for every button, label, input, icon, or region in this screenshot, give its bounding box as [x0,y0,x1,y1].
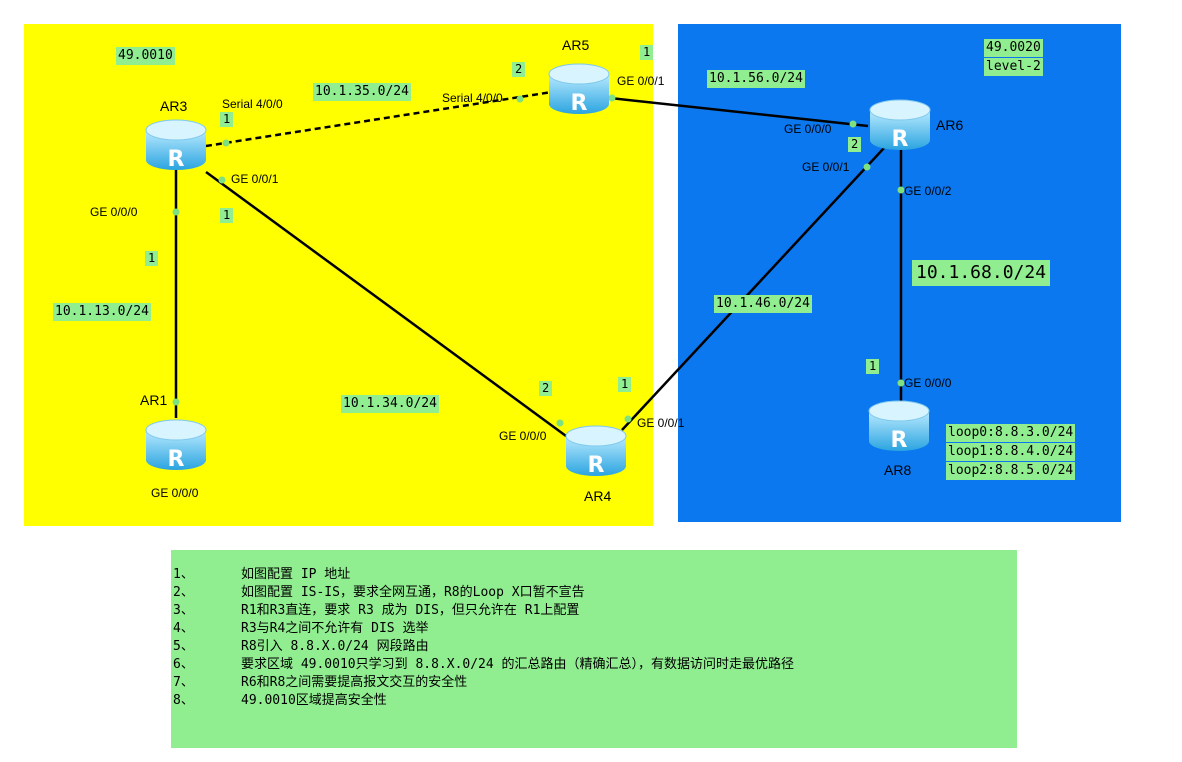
area-label-49-0010: 49.0010 [116,47,175,65]
task-number: 3、 [173,603,194,618]
svg-text:R: R [891,428,908,453]
if-dot [556,419,564,427]
task-text: 如图配置 IS-IS，要求全网互通，R8的Loop X口暂不宣告 [241,585,585,600]
interface-label: GE 0/0/0 [499,429,547,443]
network-label-56: 10.1.56.0/24 [707,70,805,88]
host-id-label: 1 [220,112,234,127]
router-name-ar6: AR6 [936,117,964,133]
interface-label: GE 0/0/1 [617,74,665,88]
if-dot [218,176,226,184]
loopback-label: loop1:8.8.4.0/24 [946,443,1076,461]
interface-label: Serial 4/0/0 [442,91,503,105]
router-icon-ar8: R [868,400,930,453]
if-dot [172,208,180,216]
host-id-label: 1 [618,377,632,392]
router-icon-ar5: R [548,63,610,116]
svg-text:R: R [571,91,588,116]
task-text: 如图配置 IP 地址 [241,567,351,582]
network-label-68: 10.1.68.0/24 [912,260,1051,286]
router-icon-ar6: R [869,99,931,152]
if-dot [516,95,524,103]
host-id-label: 2 [539,381,553,396]
task-number: 7、 [173,675,194,690]
task-text: R8引入 8.8.X.0/24 网段路由 [241,639,429,654]
link-ar3-ar4 [205,170,567,438]
host-id-label: 1 [866,359,880,374]
if-dot [222,139,230,147]
interface-label: GE 0/0/1 [637,416,685,430]
task-text: 49.0010区域提高安全性 [241,693,387,708]
router-name-ar1: AR1 [140,392,168,408]
network-label-13: 10.1.13.0/24 [53,303,151,321]
interface-label: GE 0/0/0 [151,486,199,500]
network-label-34: 10.1.34.0/24 [341,395,439,413]
network-label-46: 10.1.46.0/24 [714,295,812,313]
task-list-panel: 1、 如图配置 IP 地址 2、 如图配置 IS-IS，要求全网互通，R8的Lo… [171,550,1017,748]
if-dot [172,398,180,406]
task-text: R3与R4之间不允许有 DIS 选举 [241,621,429,636]
host-id-label: 2 [512,62,526,77]
host-id-label: 1 [220,208,234,223]
svg-text:R: R [892,127,909,152]
task-number: 5、 [173,639,194,654]
interface-label: GE 0/0/1 [231,172,279,186]
task-number: 1、 [173,567,194,582]
router-icon-ar4: R [565,425,627,478]
link-ar5-ar6 [609,96,869,128]
task-text: R1和R3直连，要求 R3 成为 DIS，但只允许在 R1上配置 [241,603,580,618]
host-id-label: 2 [848,137,862,152]
interface-label: Serial 4/0/0 [222,97,283,111]
if-dot [897,186,905,194]
task-text: 要求区域 49.0010只学习到 8.8.X.0/24 的汇总路由（精确汇总），… [241,657,795,672]
area-label-49-0020: 49.0020 [984,39,1043,57]
router-name-ar4: AR4 [584,488,612,504]
router-name-ar5: AR5 [562,37,590,53]
host-id-label: 1 [640,45,654,60]
router-name-ar3: AR3 [160,98,188,114]
task-text: R6和R8之间需要提高报文交互的安全性 [241,675,468,690]
router-icon-ar3: R [145,119,207,172]
task-number: 6、 [173,657,194,672]
interface-label: GE 0/0/2 [904,184,952,198]
interface-label: GE 0/0/0 [904,376,952,390]
svg-text:R: R [588,453,605,478]
host-id-label: 1 [145,251,159,266]
interface-label: GE 0/0/0 [784,122,832,136]
if-dot [849,120,857,128]
if-dot [624,415,632,423]
interface-label: GE 0/0/1 [802,160,850,174]
area-49-0010 [24,24,653,526]
if-dot [863,163,871,171]
task-number: 8、 [173,693,194,708]
if-dot [897,379,905,387]
task-number: 4、 [173,621,194,636]
network-label-13-35: 10.1.35.0/24 [313,83,411,101]
if-dot [608,94,616,102]
loopback-label: loop2:8.8.5.0/24 [946,462,1076,480]
router-icon-ar1: R [145,419,207,472]
router-name-ar8: AR8 [884,462,912,478]
link-ar4-ar6 [621,147,885,431]
svg-text:R: R [168,147,185,172]
interface-label: GE 0/0/0 [90,205,138,219]
task-number: 2、 [173,585,194,600]
area-level-label: level-2 [984,58,1043,76]
link-ar3-ar5-serial [205,90,553,148]
svg-text:R: R [168,447,185,472]
loopback-label: loop0:8.8.3.0/24 [946,424,1076,442]
